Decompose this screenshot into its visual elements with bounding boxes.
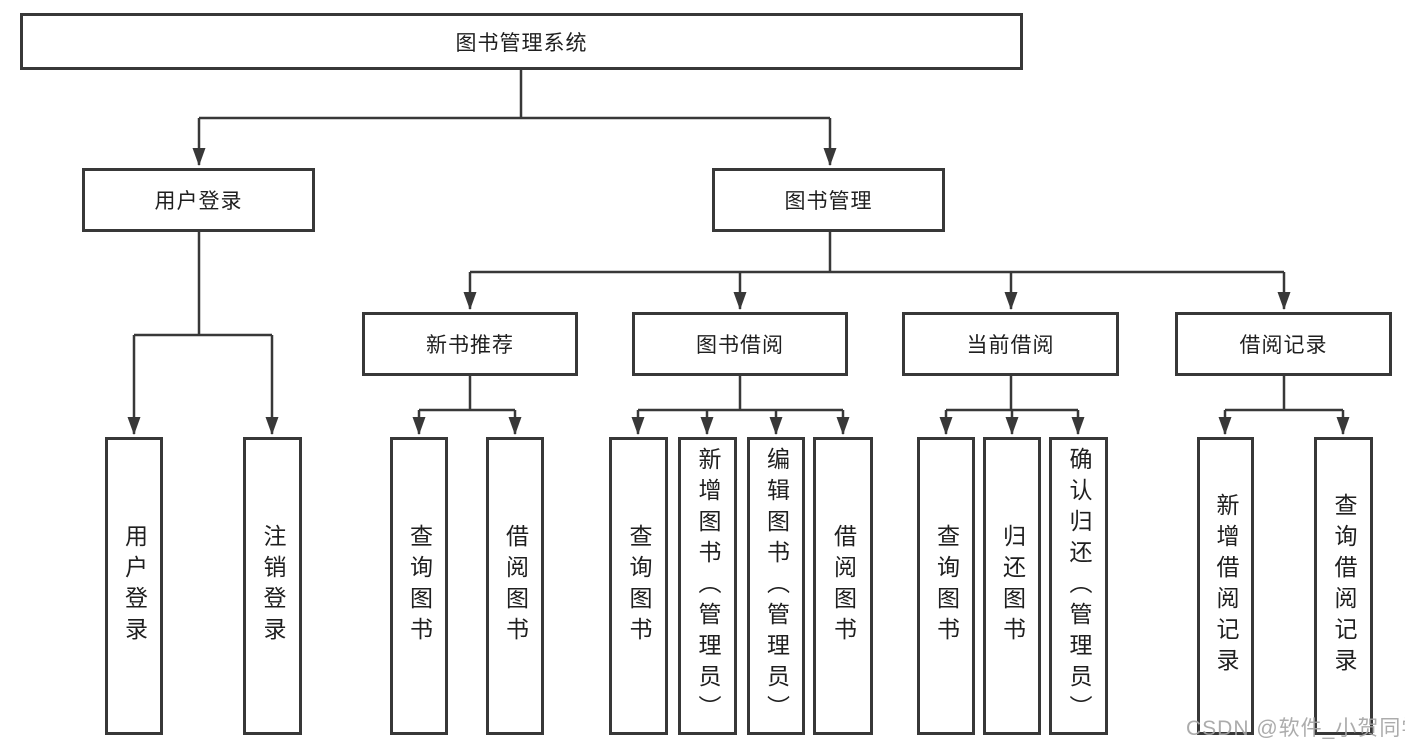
leaf-logout: 注销登录 [243,437,302,735]
leaf-user-login: 用户登录 [105,437,163,735]
node-borrow-record: 借阅记录 [1175,312,1392,376]
node-user-login: 用户登录 [82,168,315,232]
node-new-book-recommend: 新书推荐 [362,312,578,376]
leaf-query-book-current: 查询图书 [917,437,975,735]
leaf-edit-book-admin: 编辑图书（管理员） [747,437,805,735]
leaf-query-book-borrow: 查询图书 [609,437,668,735]
csdn-watermark: CSDN @软件_小贺同学 [1186,717,1405,740]
leaf-query-book-recommend: 查询图书 [390,437,448,735]
leaf-borrow-book-recommend: 借阅图书 [486,437,544,735]
leaf-add-book-admin: 新增图书（管理员） [678,437,737,735]
leaf-return-book: 归还图书 [983,437,1041,735]
leaf-query-borrow-record: 查询借阅记录 [1314,437,1373,735]
leaf-borrow-book: 借阅图书 [813,437,873,735]
node-book-management: 图书管理 [712,168,945,232]
node-book-borrow: 图书借阅 [632,312,848,376]
node-current-borrow: 当前借阅 [902,312,1119,376]
leaf-confirm-return-admin: 确认归还（管理员） [1049,437,1108,735]
node-root-system: 图书管理系统 [20,13,1023,70]
leaf-add-borrow-record: 新增借阅记录 [1197,437,1254,735]
